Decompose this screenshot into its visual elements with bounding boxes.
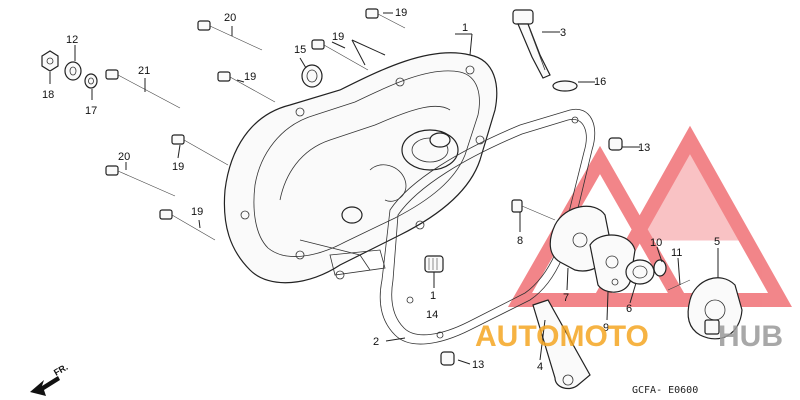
bolt-20-left bbox=[105, 165, 176, 197]
bolt-19-bottom bbox=[159, 209, 216, 241]
dowel-pin-13-top bbox=[608, 137, 623, 151]
callout-3: 3 bbox=[560, 27, 566, 39]
callout-17: 17 bbox=[85, 105, 97, 117]
callout-9: 9 bbox=[603, 322, 609, 334]
cover-5 bbox=[687, 277, 743, 340]
bearing-14 bbox=[424, 255, 444, 273]
callout-20: 20 bbox=[224, 12, 236, 24]
callout-labels: 20 19 1 3 12 15 19 16 21 19 18 17 13 20 … bbox=[42, 7, 720, 373]
seal-15 bbox=[301, 64, 323, 88]
callout-19: 19 bbox=[172, 161, 184, 173]
bolt-19-left bbox=[217, 71, 276, 103]
crankcase-cover bbox=[223, 52, 498, 284]
lifter-arm-4 bbox=[532, 299, 591, 390]
filler-cap-3 bbox=[512, 9, 551, 79]
callout-4: 4 bbox=[537, 361, 543, 373]
callout-8: 8 bbox=[517, 235, 523, 247]
callout-12: 12 bbox=[66, 34, 78, 46]
washer-12 bbox=[64, 61, 82, 81]
shaft-8 bbox=[511, 199, 556, 221]
nut-18 bbox=[41, 50, 59, 72]
watermark-hub: HUB bbox=[718, 320, 783, 353]
bolt-19-mid bbox=[311, 39, 369, 71]
callout-19: 19 bbox=[395, 7, 407, 19]
callout-11: 11 bbox=[671, 247, 682, 259]
drawing-code: GCFA- E0600 bbox=[632, 385, 698, 396]
front-direction-arrow bbox=[30, 376, 60, 396]
callout-6: 6 bbox=[626, 303, 632, 315]
callout-1: 1 bbox=[462, 22, 468, 34]
leader-lines bbox=[49, 12, 719, 365]
direction-label: FR. bbox=[52, 362, 70, 378]
callout-2: 2 bbox=[373, 336, 379, 348]
callout-19: 19 bbox=[191, 206, 203, 218]
plate-9 bbox=[589, 234, 636, 293]
callout-13: 13 bbox=[638, 142, 650, 154]
callout-21: 21 bbox=[138, 65, 150, 77]
callout-5: 5 bbox=[714, 236, 720, 248]
callout-1: 1 bbox=[430, 290, 436, 302]
washer-17 bbox=[84, 73, 98, 89]
callout-20: 20 bbox=[118, 151, 130, 163]
callout-13: 13 bbox=[472, 359, 484, 371]
callout-19: 19 bbox=[244, 71, 256, 83]
bearing-6 bbox=[625, 259, 655, 285]
callout-18: 18 bbox=[42, 89, 54, 101]
callout-10: 10 bbox=[650, 237, 662, 249]
bolt-11 bbox=[667, 279, 691, 291]
callout-19: 19 bbox=[332, 31, 344, 43]
callout-15: 15 bbox=[294, 44, 306, 56]
oring-16 bbox=[552, 80, 578, 92]
bolt-20-top bbox=[197, 20, 263, 51]
washer-10 bbox=[653, 259, 667, 277]
watermark-automoto: AUTOMOTO bbox=[475, 320, 649, 353]
watermark-text: AUTOMOTO HUB bbox=[475, 320, 783, 353]
callout-16: 16 bbox=[594, 76, 606, 88]
callout-14: 14 bbox=[426, 309, 438, 321]
callout-7: 7 bbox=[563, 292, 569, 304]
bolt-19-top bbox=[365, 8, 406, 29]
bolt-19-center bbox=[171, 134, 229, 166]
dowel-pin-13-bottom bbox=[440, 351, 455, 366]
bolt-21 bbox=[105, 69, 181, 109]
